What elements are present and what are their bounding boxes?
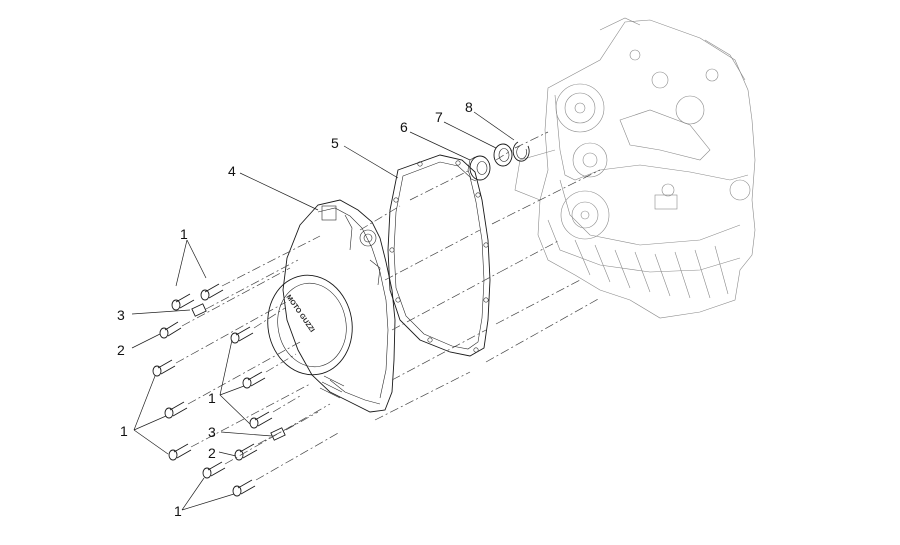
callout-8: 8 xyxy=(465,99,473,115)
callout-1: 1 xyxy=(180,226,188,242)
screw xyxy=(230,326,254,344)
screw xyxy=(234,443,258,461)
cover-logo-text: MOTO GUZZI xyxy=(285,294,316,334)
screw xyxy=(168,443,192,461)
callout-4: 4 xyxy=(228,163,236,179)
dowel-pin xyxy=(191,303,207,317)
oil-seal xyxy=(467,155,491,182)
circlip xyxy=(512,141,530,162)
callout-5: 5 xyxy=(331,135,339,151)
callout-1: 1 xyxy=(208,390,216,406)
screw xyxy=(159,321,182,339)
assembly-axis-lines xyxy=(175,131,601,481)
callout-3: 3 xyxy=(117,307,125,323)
dowel-pin xyxy=(270,427,286,441)
callout-2: 2 xyxy=(208,445,216,461)
callout-3: 3 xyxy=(208,424,216,440)
screw xyxy=(232,479,256,497)
screw xyxy=(242,371,266,389)
callout-leaders xyxy=(131,111,515,511)
callout-7: 7 xyxy=(435,109,443,125)
callout-1: 1 xyxy=(174,503,182,519)
engine-block xyxy=(514,17,756,319)
spacer-ring xyxy=(493,143,513,167)
screw xyxy=(171,293,195,311)
side-cover: MOTO GUZZI xyxy=(267,199,396,413)
callout-6: 6 xyxy=(400,119,408,135)
screw xyxy=(200,283,224,301)
callout-1: 1 xyxy=(120,423,128,439)
screw xyxy=(164,401,188,419)
screw xyxy=(152,359,176,377)
screw xyxy=(249,411,273,429)
screw xyxy=(202,461,226,479)
callout-2: 2 xyxy=(117,342,125,358)
cover-gasket xyxy=(387,154,491,357)
